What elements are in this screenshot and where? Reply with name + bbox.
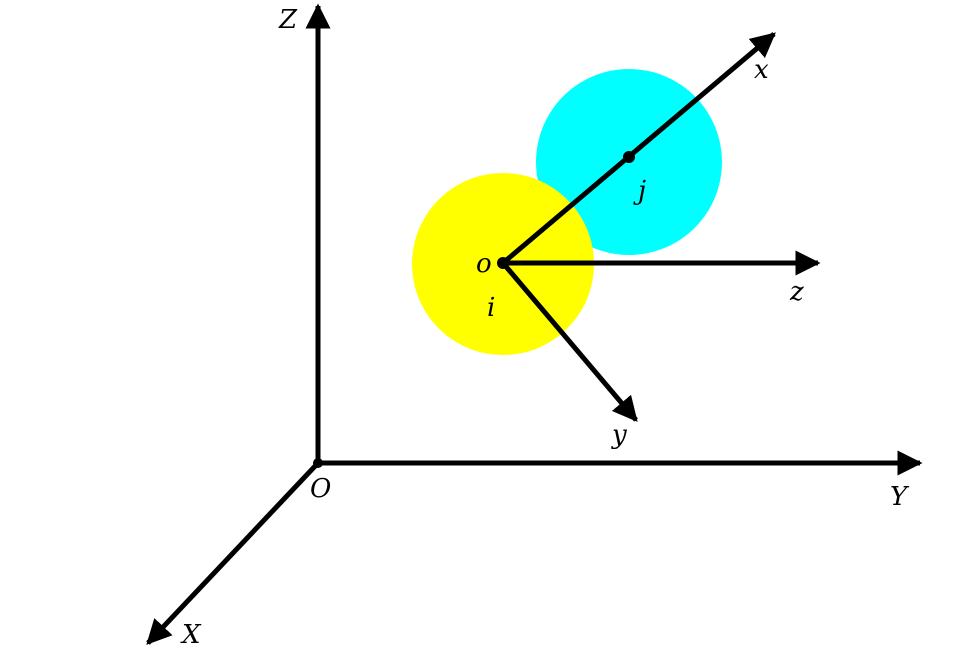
label-global-y: Y: [890, 482, 910, 512]
label-local-z: z: [789, 277, 804, 307]
local-y-axis: [501, 261, 638, 422]
label-global-x: X: [180, 620, 202, 650]
global-origin-dot: [313, 458, 323, 468]
label-local-x: x: [754, 55, 769, 85]
local-origin-dot: [497, 257, 509, 269]
label-atom-i: i: [487, 293, 495, 323]
global-x-axis: [146, 461, 320, 645]
label-global-origin: O: [310, 474, 331, 504]
label-local-y: y: [611, 420, 627, 450]
label-local-origin: o: [476, 249, 492, 279]
atom-j-center-dot: [623, 151, 635, 163]
label-global-z: Z: [278, 5, 298, 35]
local-x-axis: [501, 32, 776, 265]
